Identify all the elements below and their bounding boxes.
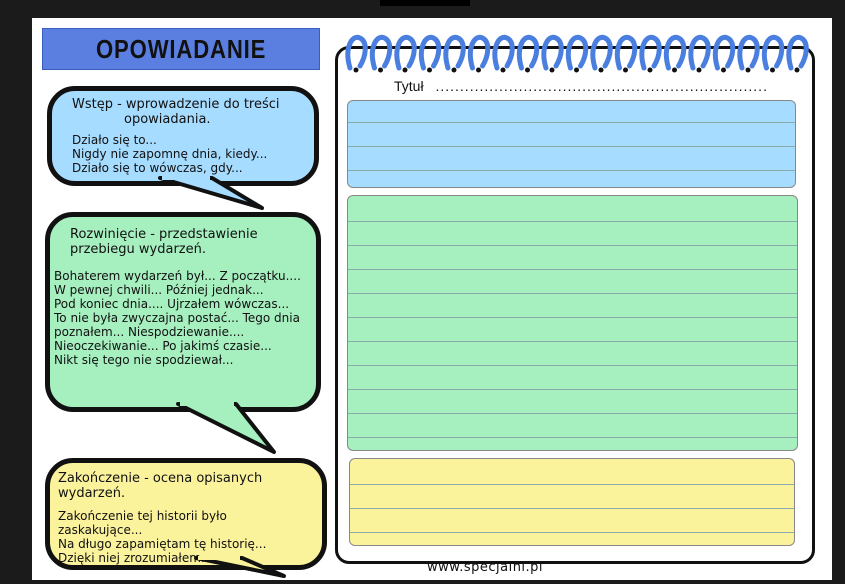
- top-bar: [380, 0, 470, 6]
- spiral-hole: [696, 67, 702, 73]
- spiral-hole: [598, 67, 604, 73]
- spiral-ring: [369, 34, 393, 71]
- development-line: Nieoczekiwanie... Po jakimś czasie...: [54, 339, 272, 353]
- development-line: poznałem... Niespodziewanie....: [54, 325, 245, 339]
- intro-lines: Działo się to... Nigdy nie zapomnę dnia,…: [72, 133, 304, 175]
- title-banner: OPOWIADANIE: [42, 28, 320, 70]
- intro-bubble: Wstęp - wprowadzenie do treści opowiadan…: [47, 86, 319, 186]
- spiral-ring: [467, 34, 491, 71]
- spiral-ring: [492, 34, 515, 71]
- intro-line: Działo się to...: [72, 133, 157, 147]
- spiral-ring: [688, 34, 711, 71]
- development-line: Nikt się tego nie spodziewał...: [54, 353, 234, 367]
- writing-panel-development[interactable]: [347, 195, 798, 451]
- ending-heading: Zakończenie - ocena opisanych wydarzeń.: [58, 471, 263, 501]
- footer-url: www.specjalni.pl: [427, 560, 544, 575]
- spiral-hole: [794, 67, 800, 73]
- development-bubble-tail: [176, 398, 276, 454]
- intro-line: Nigdy nie zapomnę dnia, kiedy...: [72, 147, 268, 161]
- intro-heading: Wstęp - wprowadzenie do treści opowiadan…: [72, 97, 304, 127]
- writing-panel-ending[interactable]: [349, 458, 795, 546]
- spiral-ring: [541, 34, 564, 71]
- development-bubble: Rozwinięcie - przedstawienie przebiegu w…: [45, 212, 321, 412]
- spiral-hole: [770, 67, 775, 73]
- spiral-binding-icon: [345, 34, 809, 73]
- spiral-ring: [761, 34, 785, 71]
- intro-heading-line1: Wstęp - wprowadzenie do treści: [72, 97, 280, 112]
- spiral-hole: [476, 67, 481, 73]
- development-line: To nie była zwyczajna postać... Tego dni…: [54, 311, 300, 325]
- spiral-ring: [639, 34, 662, 71]
- worksheet: OPOWIADANIE Wstęp - wprowadzenie do treś…: [32, 18, 832, 580]
- ending-bubble-tail: [194, 556, 286, 578]
- development-line: W pewnej chwili... Później jednak...: [54, 283, 264, 297]
- spiral-hole: [353, 67, 359, 73]
- development-heading: Rozwinięcie - przedstawienie przebiegu w…: [64, 227, 306, 257]
- ending-line: Na długo zapamiętam tę historię...: [58, 537, 267, 551]
- development-heading-line1: Rozwinięcie - przedstawienie: [70, 227, 258, 242]
- development-lines: Bohaterem wydarzeń był... Z początku....…: [54, 269, 306, 367]
- ending-lines: Zakończenie tej historii było zaskakując…: [58, 509, 314, 565]
- spiral-hole: [402, 67, 408, 73]
- development-heading-line2: przebiegu wydarzeń.: [70, 242, 206, 257]
- spiral-ring: [516, 34, 540, 71]
- spiral-hole: [647, 67, 653, 73]
- spiral-ring: [590, 34, 613, 71]
- title-field-label: Tytuł: [394, 78, 424, 94]
- spiral-hole: [451, 67, 457, 73]
- spiral-hole: [672, 67, 677, 73]
- intro-line: Działo się to wówczas, gdy...: [72, 161, 243, 175]
- spiral-hole: [525, 67, 530, 73]
- spiral-ring: [663, 34, 687, 71]
- spiral-hole: [549, 67, 555, 73]
- spiral-ring: [394, 34, 417, 71]
- spiral-ring: [712, 34, 736, 71]
- ending-line: Zakończenie tej historii było zaskakując…: [58, 509, 227, 537]
- spiral-hole: [721, 67, 726, 73]
- development-line: Bohaterem wydarzeń był... Z początku....: [54, 269, 301, 283]
- spiral-hole: [500, 67, 506, 73]
- intro-heading-line2: opowiadania.: [124, 112, 211, 127]
- spiral-ring: [565, 34, 589, 71]
- spiral-ring: [418, 34, 442, 71]
- spiral-hole: [745, 67, 751, 73]
- spiral-ring: [614, 34, 638, 71]
- spiral-hole: [427, 67, 432, 73]
- ending-bubble: Zakończenie - ocena opisanych wydarzeń. …: [45, 458, 327, 570]
- spiral-ring: [737, 34, 760, 71]
- spiral-hole: [378, 67, 383, 73]
- spiral-ring: [786, 34, 809, 71]
- page-title: OPOWIADANIE: [95, 33, 267, 64]
- development-line: Pod koniec dnia.... Ujrzałem wówczas...: [54, 297, 290, 311]
- intro-bubble-tail: [158, 174, 264, 210]
- ending-line: Dzięki niej zrozumiałem...: [58, 551, 213, 565]
- spiral-ring: [443, 34, 466, 71]
- spiral-hole: [574, 67, 579, 73]
- spiral-hole: [623, 67, 628, 73]
- spiral-ring: [345, 34, 368, 71]
- title-field-dots: ........................................…: [435, 78, 768, 94]
- writing-panel-intro[interactable]: [347, 100, 796, 188]
- title-field: Tytuł ..................................…: [394, 78, 768, 94]
